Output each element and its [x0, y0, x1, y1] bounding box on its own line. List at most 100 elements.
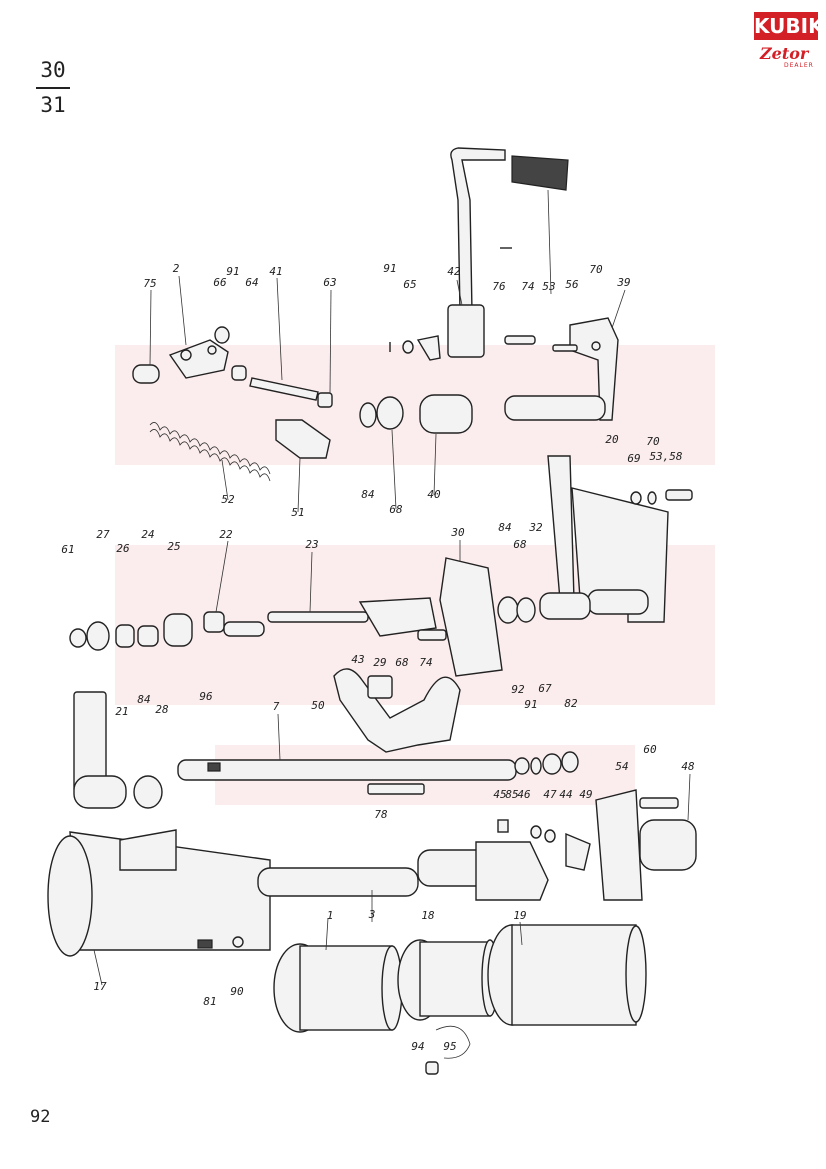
- fraction-top: 30: [40, 58, 66, 82]
- washer-68: [376, 396, 404, 430]
- callout-label: 28: [155, 703, 169, 716]
- nut-63: [317, 392, 333, 408]
- circlip-95: [435, 1025, 471, 1059]
- callout-label: 66: [213, 276, 227, 289]
- logo-tag: DEALER: [784, 62, 814, 69]
- sleeve-18: [397, 939, 499, 1021]
- washer-66: [214, 326, 230, 344]
- bolt-74-mid: [417, 629, 447, 641]
- callout-label: 32: [528, 521, 543, 534]
- fraction-line: [36, 87, 70, 89]
- callout-label: 70: [646, 435, 660, 448]
- callout-label: 45: [493, 788, 506, 801]
- callout-label: 50: [311, 699, 325, 712]
- callout-label: 26: [116, 542, 130, 555]
- callout-label: 24: [141, 528, 154, 541]
- callout-label: 92: [511, 683, 525, 696]
- callout-label: 68: [389, 503, 403, 516]
- block-43: [367, 675, 393, 699]
- bolt-41: [249, 377, 319, 401]
- callout-label: 61: [61, 543, 74, 556]
- callout-label: 68: [395, 656, 409, 669]
- pin-75: [132, 364, 160, 384]
- callout-label: 91: [524, 698, 537, 711]
- ring-84: [359, 402, 377, 428]
- callout-label: 46: [517, 788, 531, 801]
- callout-label: 52: [221, 493, 235, 506]
- callout-label: 81: [203, 995, 216, 1008]
- sleeve-1: [273, 943, 403, 1033]
- bracket-51: [275, 419, 331, 459]
- callout-label: 17: [93, 980, 107, 993]
- callout-label: 84: [137, 693, 150, 706]
- nut-94: [425, 1061, 439, 1075]
- callout-label: 39: [616, 276, 630, 289]
- sleeve-19: [487, 924, 647, 1026]
- logo-brand: KUBIK: [754, 12, 824, 40]
- callout-label: 25: [167, 540, 180, 553]
- bolt-45: [497, 819, 509, 833]
- yoke-50: [333, 668, 461, 753]
- plate-20: [539, 455, 669, 623]
- callout-label: 78: [374, 808, 388, 821]
- hand-lever-42: [447, 147, 569, 358]
- callout-label: 53,58: [649, 450, 682, 463]
- washer-70: [647, 491, 657, 505]
- callout-label: 60: [643, 743, 657, 756]
- leader-lines: [93, 189, 691, 986]
- washer-67: [542, 753, 562, 775]
- callout-label: 44: [559, 788, 572, 801]
- callout-label: 82: [564, 697, 578, 710]
- sleeve-40: [419, 394, 473, 434]
- fraction-bottom: 31: [40, 93, 66, 117]
- ring-82: [561, 751, 579, 773]
- callout-label: 91: [383, 262, 396, 275]
- shaft-7: [73, 691, 517, 809]
- callout-label: 84: [498, 521, 511, 534]
- callout-label: 85: [505, 788, 518, 801]
- callout-label: 56: [565, 278, 579, 291]
- callout-label: 27: [96, 528, 110, 541]
- callout-label: 67: [538, 682, 552, 695]
- nut-64: [231, 365, 247, 381]
- callout-label: 1: [327, 909, 334, 922]
- arm-40: [416, 335, 441, 361]
- callout-label: 29: [373, 656, 386, 669]
- page-number: 92: [30, 1107, 51, 1127]
- callout-label: 42: [447, 265, 461, 278]
- callout-label: 41: [269, 265, 282, 278]
- key-96: [207, 762, 221, 772]
- left-shaft-assembly: [69, 597, 437, 651]
- plate-30: [439, 557, 503, 677]
- callout-label: 68: [513, 538, 527, 551]
- washer-65: [402, 340, 414, 354]
- callout-label: 91: [226, 265, 239, 278]
- callout-label: 63: [323, 276, 336, 289]
- callout-label: 49: [579, 788, 592, 801]
- logo-sub: Zetor: [760, 44, 809, 63]
- page-fraction: 30 31: [36, 60, 70, 116]
- spring-52: [149, 422, 271, 482]
- bracket-39: [504, 317, 619, 421]
- callout-label: 20: [605, 433, 619, 446]
- washer-47: [544, 829, 556, 843]
- callout-label: 53: [542, 280, 555, 293]
- callout-label: 48: [681, 760, 695, 773]
- callout-label: 30: [450, 526, 465, 539]
- callout-label: 84: [361, 488, 374, 501]
- callout-label: 54: [615, 760, 628, 773]
- callout-label: 51: [291, 506, 304, 519]
- washer-68-mid: [516, 597, 536, 623]
- coupling-48: [595, 789, 697, 901]
- pin-74: [504, 335, 536, 345]
- callout-label: 40: [427, 488, 441, 501]
- callout-label: 70: [589, 263, 603, 276]
- clamp-44: [565, 832, 591, 871]
- callout-label: 19: [513, 909, 526, 922]
- bolt-53-58: [665, 489, 693, 501]
- callout-label: 7: [273, 700, 280, 713]
- fork-2: [168, 339, 229, 379]
- pin-81: [197, 939, 213, 949]
